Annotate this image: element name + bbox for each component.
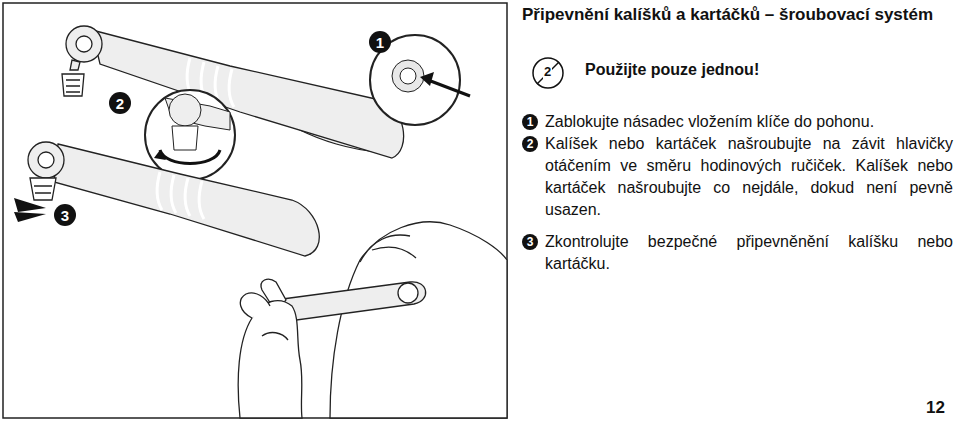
step-number: 1 — [522, 114, 538, 130]
page-title: Připevnění kalíšků a kartáčků – šroubova… — [522, 4, 952, 26]
callout-number: 1 — [369, 31, 391, 53]
number-text: 3 — [527, 235, 534, 249]
step-number: 2 — [522, 136, 538, 152]
single-use-icon — [533, 58, 563, 88]
frame — [3, 3, 507, 418]
hands — [238, 222, 507, 418]
magnifier-cup — [145, 90, 235, 180]
step-number: 3 — [522, 234, 538, 250]
page-number: 12 — [926, 398, 945, 418]
icon-digit: 2 — [543, 64, 552, 79]
direction-arrow — [14, 198, 46, 222]
number-text: 1 — [527, 115, 534, 129]
step-text: Zkontrolujte bezpečné připevněnění kalíš… — [545, 231, 953, 275]
handpiece-bottom — [28, 142, 319, 256]
callout-number: 3 — [54, 204, 76, 226]
number-text: 2 — [116, 95, 124, 112]
warning-text: Použijte pouze jednou! — [585, 61, 885, 79]
number-text: 2 — [527, 137, 534, 151]
number-text: 1 — [376, 34, 384, 51]
step-text: Kalíšek nebo kartáček našroubujte na záv… — [545, 133, 953, 221]
callout-number: 2 — [109, 92, 131, 114]
step-text: Zablokujte násadec vložením klíče do poh… — [545, 111, 953, 133]
number-text: 3 — [61, 207, 69, 224]
